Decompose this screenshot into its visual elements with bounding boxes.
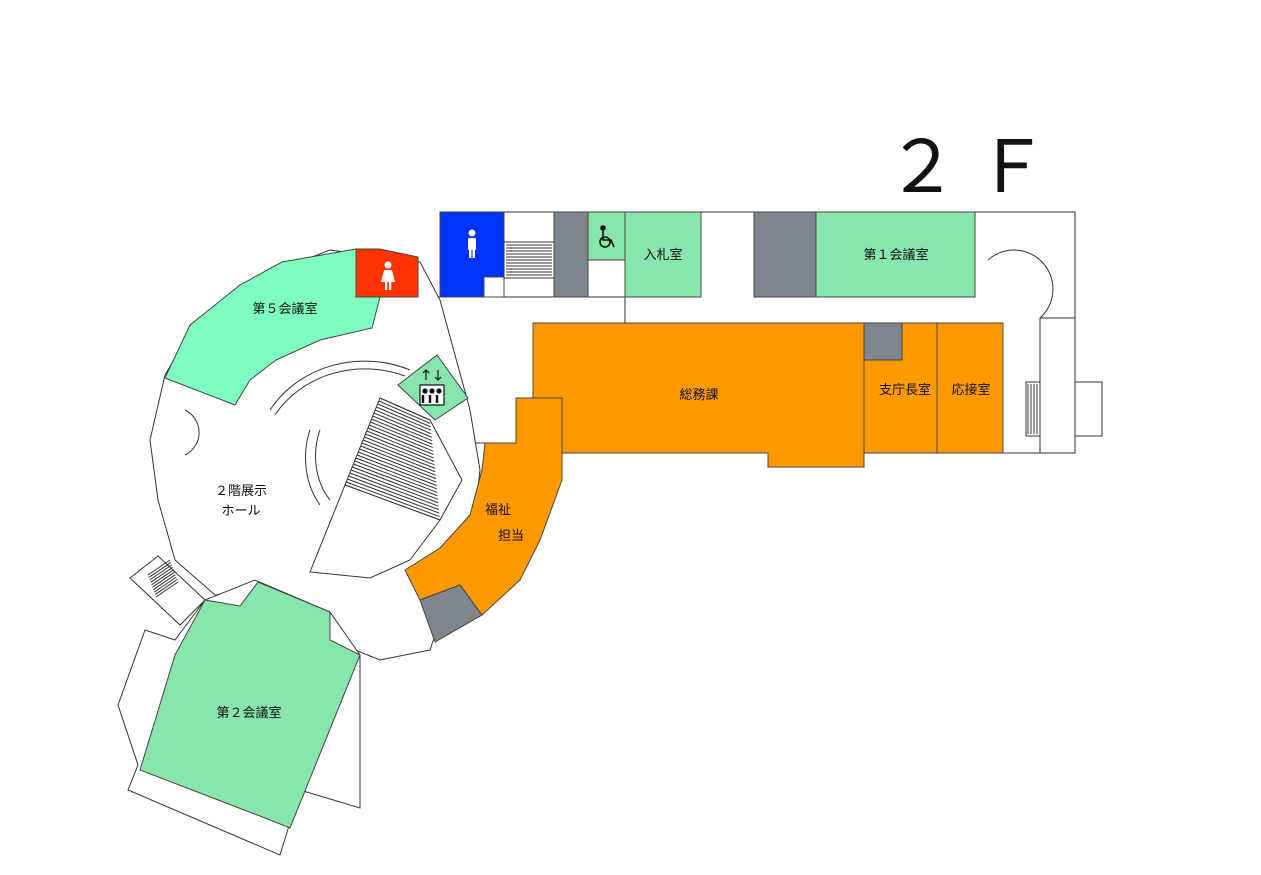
stair-tread <box>365 433 435 462</box>
stair-tread <box>379 397 431 421</box>
stair-tread <box>152 571 175 588</box>
stair-tread <box>360 445 436 476</box>
mens-toilet-icon <box>468 229 476 258</box>
stair-tread <box>364 436 435 466</box>
accessible-toilet[interactable] <box>587 211 626 261</box>
meeting-room-1[interactable] <box>815 211 976 298</box>
stair-tread <box>149 564 173 581</box>
utility-room-2 <box>753 211 817 298</box>
stair-tread <box>353 463 438 497</box>
welfare-label-2: 担当 <box>498 529 524 544</box>
reception-room-label: 応接室 <box>951 382 990 398</box>
welfare-label-1: 福祉 <box>485 503 511 518</box>
stair-tread <box>374 409 432 435</box>
landing <box>309 484 441 579</box>
bid-room-label: 入札室 <box>643 247 682 263</box>
stair-tread <box>359 448 437 480</box>
meeting-room-2-label: 第２会議室 <box>216 705 281 721</box>
stairs-north <box>503 241 555 279</box>
corridor-curve <box>987 249 1054 319</box>
stair-tread <box>378 400 431 424</box>
stair-tread <box>350 469 439 504</box>
stair-tread <box>348 475 440 511</box>
reception-room[interactable] <box>936 322 1004 454</box>
exhibition-hall-label-2: ホール <box>221 504 260 519</box>
stair-tread <box>366 430 434 459</box>
utility-room-4 <box>419 584 483 643</box>
general-affairs-label: 総務課 <box>679 387 718 403</box>
meeting-room-5[interactable] <box>164 248 381 406</box>
corridor-east <box>1039 317 1076 454</box>
stair-tread <box>354 460 438 493</box>
meeting-room-1-label: 第１会議室 <box>863 247 928 263</box>
stair-tread <box>368 424 434 452</box>
wheelchair-icon <box>599 225 615 248</box>
meeting-room-2[interactable] <box>139 581 361 829</box>
stair-tread <box>151 569 174 586</box>
exhibition-hall-label-1: ２階展示 <box>215 484 267 499</box>
stairs-central <box>344 397 463 521</box>
stair-tread <box>372 415 433 442</box>
branch-manager-label: 支庁長室 <box>879 382 931 398</box>
floor-title: ２Ｆ <box>886 125 1067 209</box>
stair-tread <box>153 576 177 593</box>
stair-tread <box>362 439 436 469</box>
womens-toilet-icon <box>381 261 395 290</box>
stair-tread <box>352 466 439 500</box>
stair-tread <box>373 412 432 438</box>
stair-tread <box>370 421 433 449</box>
utility-room-1 <box>553 211 589 298</box>
stair-tread <box>371 418 433 445</box>
stair-tread <box>355 457 438 490</box>
stair-tread <box>367 427 434 455</box>
elevator-icon <box>419 369 445 406</box>
stair-tread <box>376 406 432 431</box>
stair-tread <box>349 472 439 507</box>
bid-room[interactable] <box>624 211 702 298</box>
stair-tread <box>356 454 437 486</box>
stair-tread <box>147 559 171 576</box>
stair-tread <box>346 481 440 518</box>
stair-tread <box>155 581 179 598</box>
stair-tread <box>358 451 437 483</box>
stair-tread <box>150 566 173 583</box>
mens-toilet-notch <box>483 276 505 298</box>
stair-tread <box>148 562 172 578</box>
stair-tread <box>377 403 431 428</box>
stair-tread <box>361 442 436 473</box>
meeting-room-5-label: 第５会議室 <box>252 301 317 317</box>
stair-tread <box>154 579 178 595</box>
utility-room-3 <box>863 322 903 361</box>
stair-tread <box>347 478 440 514</box>
stair-tread <box>153 574 176 591</box>
